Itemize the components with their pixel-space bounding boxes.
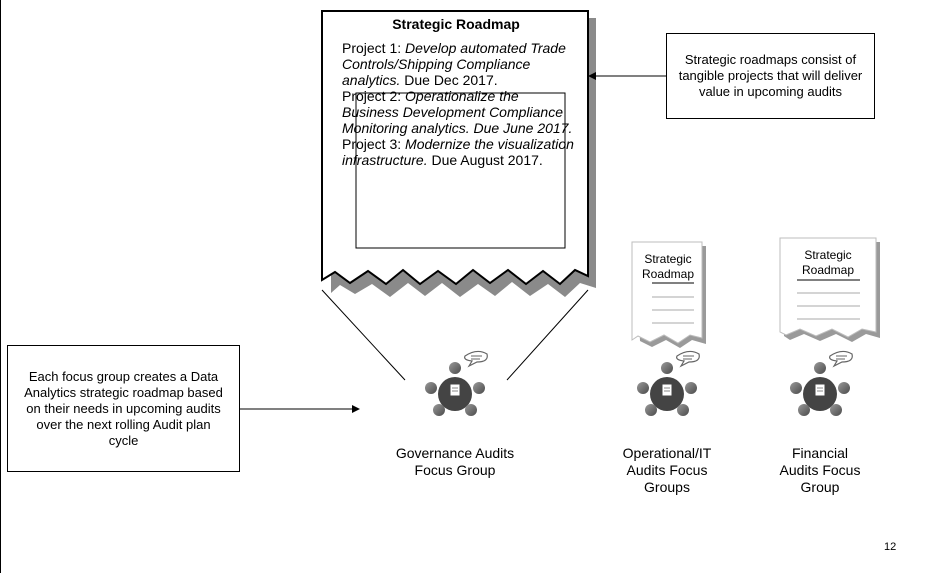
big-roadmap-inner-box (355, 92, 566, 249)
project-item: Project 1: Develop automated Trade Contr… (342, 40, 566, 88)
connector-line-left (321, 289, 406, 381)
small-roadmap-1-title-line2: Roadmap (641, 267, 695, 281)
small-roadmap-1-page (631, 241, 703, 344)
meeting-icon (425, 350, 488, 416)
big-roadmap-title: Strategic Roadmap (392, 16, 520, 32)
connector-line-right (506, 289, 589, 381)
small-roadmap-2: Strategic Roadmap (788, 248, 868, 278)
small-roadmap-1-title-line1: Strategic (644, 252, 692, 266)
arrow-head-left-callout (352, 405, 360, 413)
callout-left: Each focus group creates a Data Analytic… (7, 345, 240, 472)
callout-right: Strategic roadmaps consist of tangible p… (666, 33, 875, 119)
small-roadmap-1: Strategic Roadmap (640, 252, 696, 282)
big-roadmap-projects: Project 1: Develop automated Trade Contr… (328, 40, 584, 168)
page-number: 12 (884, 541, 897, 553)
group-label-financial: Financial Audits Focus Group (779, 445, 861, 495)
project-item: Project 2: Operationalize the Business D… (342, 88, 573, 136)
small-roadmap-2-title-line1: Strategic (804, 248, 852, 262)
meeting-icon (790, 350, 853, 416)
big-roadmap: Strategic Roadmap Project 1: Develop aut… (328, 16, 584, 168)
slide-left-border (0, 0, 1, 573)
small-roadmap-2-page (779, 237, 877, 338)
small-roadmap-2-title-line2: Roadmap (801, 263, 855, 277)
arrow-head-right-callout (588, 72, 596, 80)
meeting-icon (637, 350, 700, 416)
group-label-governance: Governance Audits Focus Group (395, 445, 515, 478)
group-label-operational-it: Operational/IT Audits Focus Groups (622, 445, 712, 495)
big-roadmap-page (321, 10, 589, 286)
project-item: Project 3: Modernize the visualization i… (342, 136, 574, 168)
